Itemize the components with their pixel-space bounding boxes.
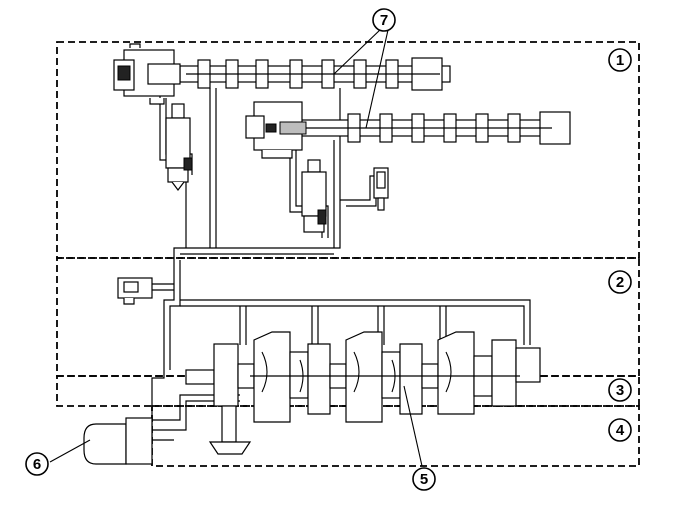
callout-4: 4 bbox=[608, 418, 632, 442]
leader-5-to-crank bbox=[403, 385, 423, 467]
callout-1-label: 1 bbox=[616, 52, 624, 69]
exhaust-camshaft bbox=[299, 111, 571, 145]
exhaust-vvt-actuator bbox=[245, 101, 307, 159]
pump-outlet-passage bbox=[152, 394, 240, 441]
callout-4-label: 4 bbox=[616, 422, 625, 439]
leader-7-to-exhaust-cam bbox=[365, 29, 389, 129]
exhaust-oil-control-valve bbox=[301, 159, 327, 233]
callout-1: 1 bbox=[608, 48, 632, 72]
camshaft-position-sensor bbox=[373, 167, 389, 211]
leader-6-to-filter bbox=[49, 439, 91, 463]
callout-2-label: 2 bbox=[616, 274, 624, 291]
main-bearing-feeds bbox=[239, 306, 447, 345]
intake-oil-control-valve bbox=[165, 103, 193, 191]
intake-camshaft bbox=[179, 57, 451, 91]
intake-vvt-actuator bbox=[113, 43, 181, 105]
callout-5: 5 bbox=[412, 467, 436, 491]
callout-5-label: 5 bbox=[420, 471, 428, 488]
oil-passages bbox=[151, 88, 531, 441]
zone-4-oil-pan bbox=[151, 405, 640, 467]
main-riser-passage bbox=[151, 260, 181, 440]
callout-3: 3 bbox=[608, 378, 632, 402]
callout-6-label: 6 bbox=[33, 456, 41, 473]
callout-7: 7 bbox=[372, 8, 396, 32]
leader-7-to-intake-cam bbox=[333, 27, 383, 75]
callout-2: 2 bbox=[608, 270, 632, 294]
oil-strainer bbox=[208, 405, 252, 455]
leader-lines bbox=[49, 27, 423, 467]
callout-3-label: 3 bbox=[616, 382, 624, 399]
oil-pressure-switch bbox=[117, 277, 153, 305]
head-feed-passage bbox=[173, 88, 341, 260]
crankshaft bbox=[185, 331, 541, 423]
pressure-switch-feed bbox=[152, 283, 174, 291]
callout-7-label: 7 bbox=[380, 12, 388, 29]
callout-6: 6 bbox=[25, 452, 49, 476]
oil-filter bbox=[83, 417, 153, 465]
main-gallery-passage bbox=[180, 299, 531, 345]
